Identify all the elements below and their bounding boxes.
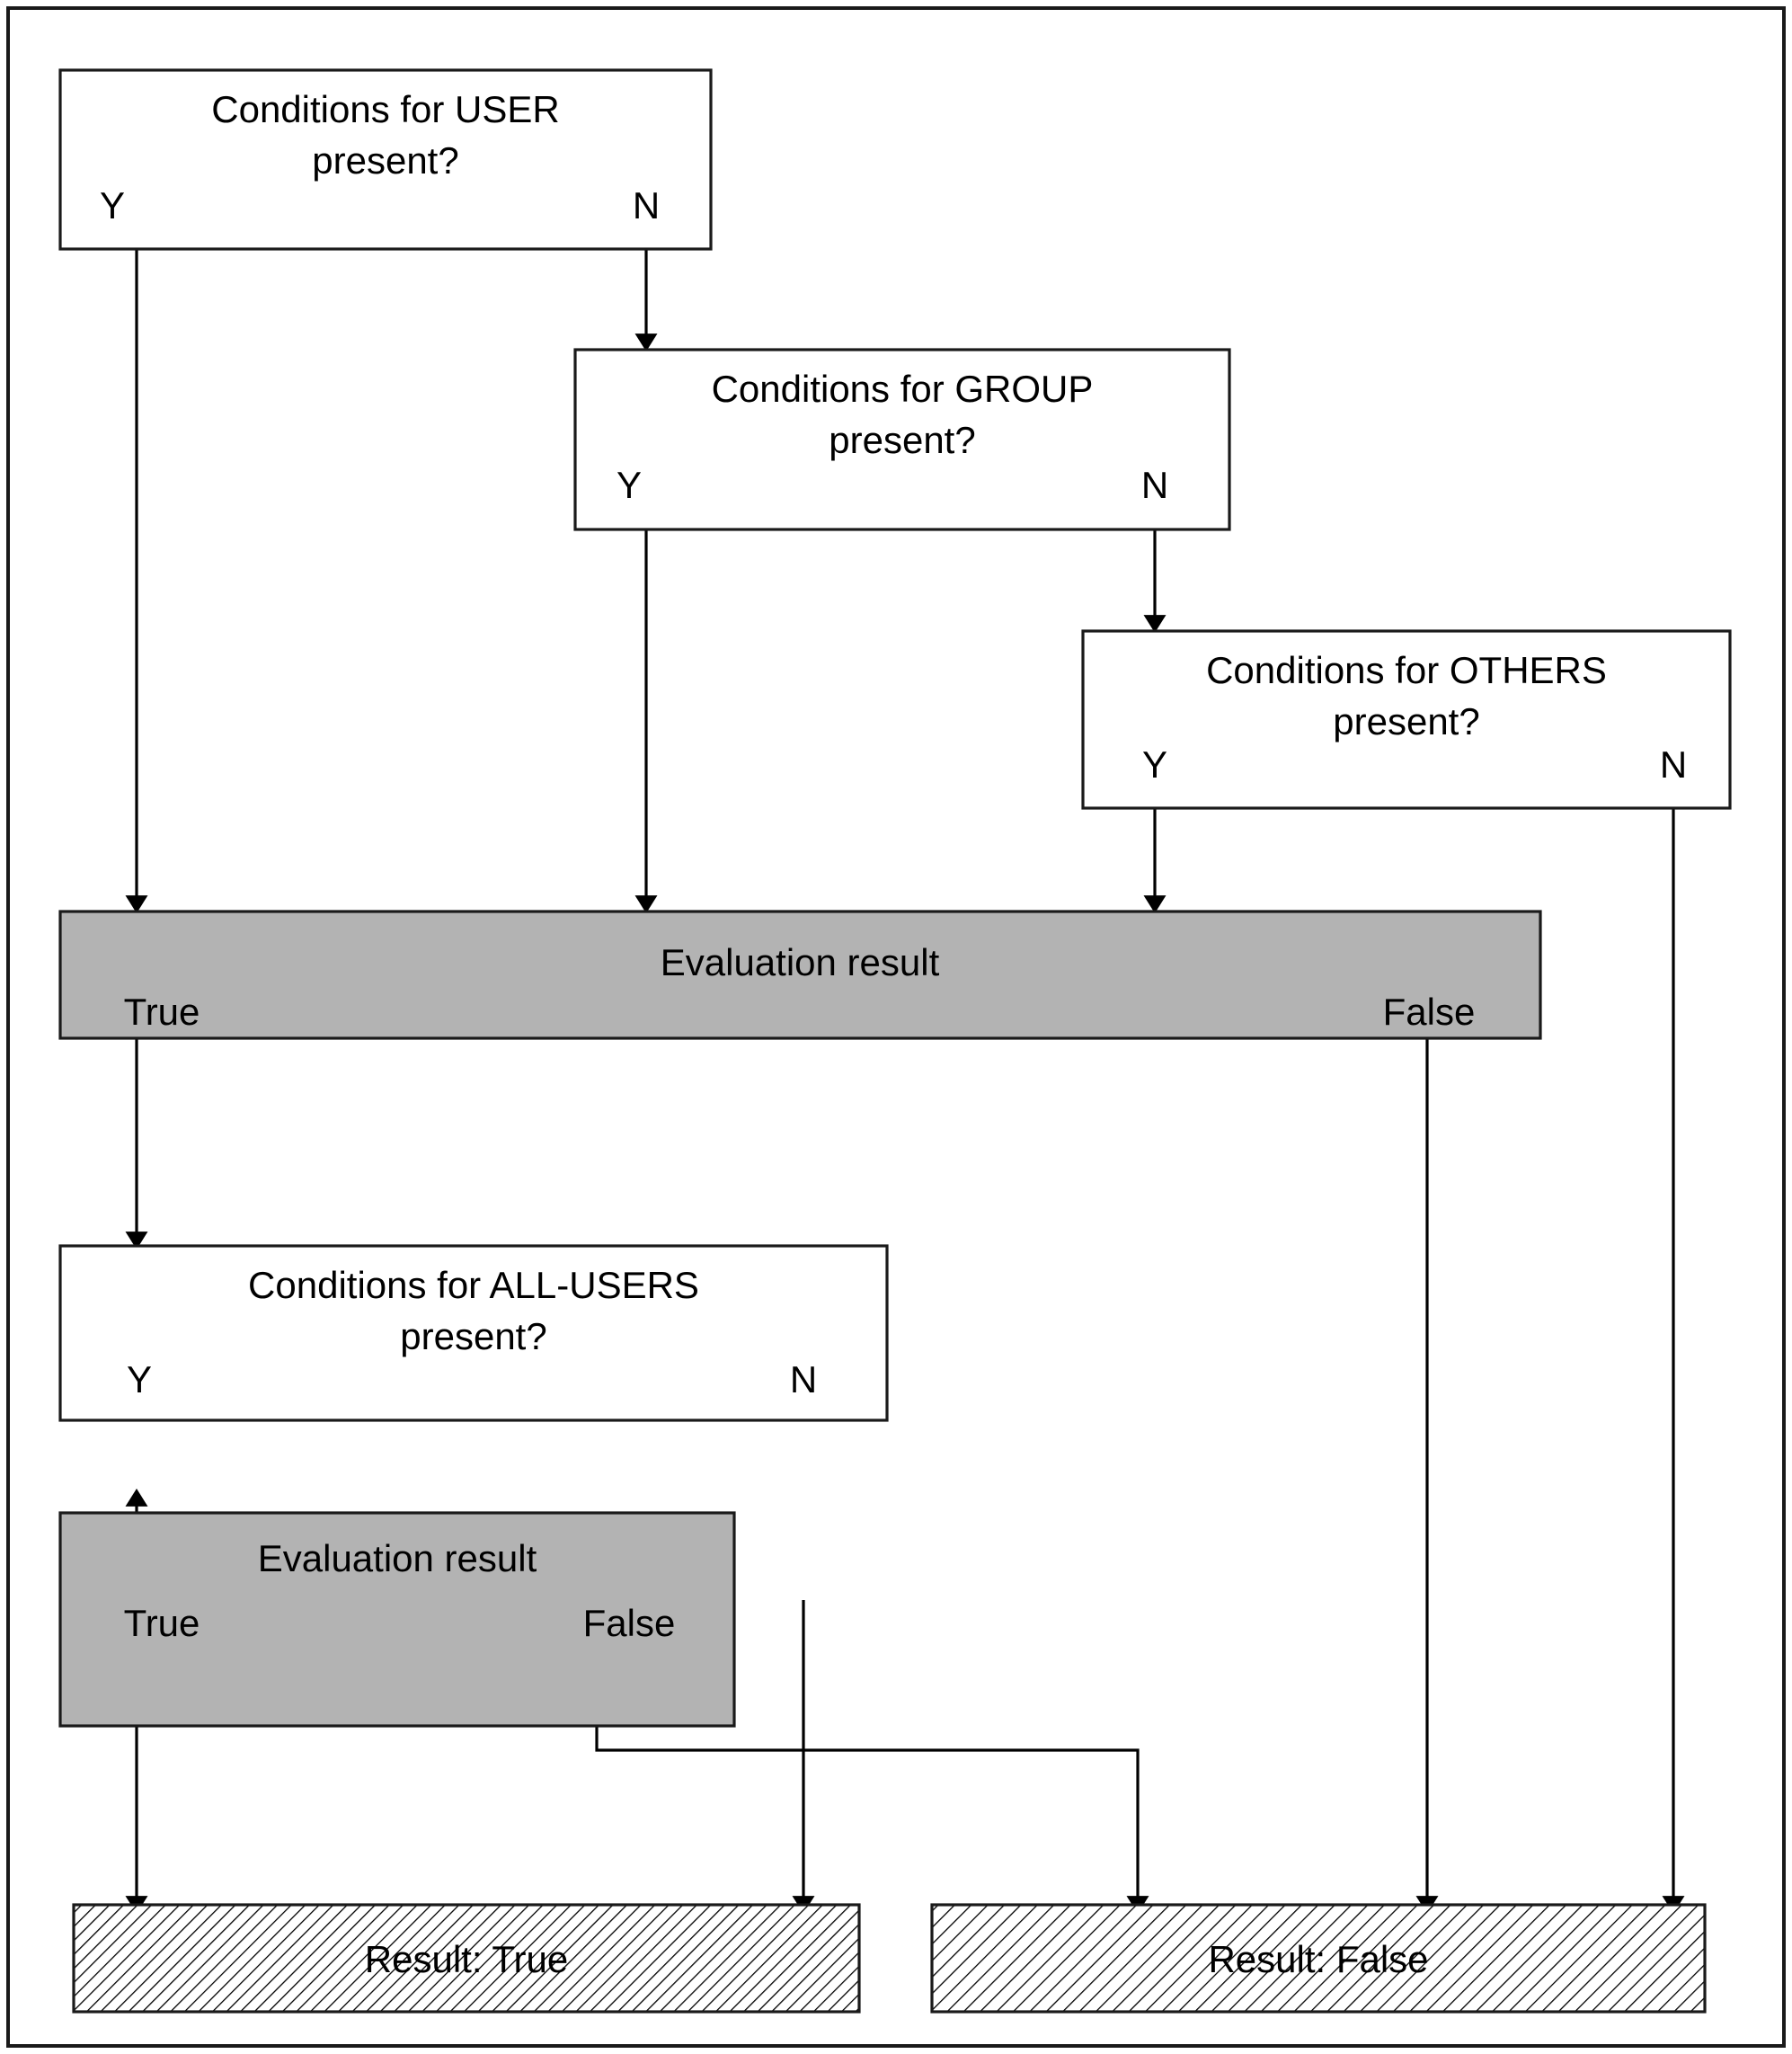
node-conditions-for-all-users[interactable]: Conditions for ALL-USERS present? Y N [58,1244,889,1422]
node-group-yes-label: Y [617,464,642,506]
node-user-no-label: N [633,184,660,227]
node-box-allusers[interactable] [58,1244,889,1422]
node-others-yes-label: Y [1142,743,1167,786]
node-evaluation-result-1[interactable]: Evaluation result True False [58,910,1542,1040]
node-box-user[interactable] [58,68,713,251]
node-others-line1: Conditions for OTHERS [1206,649,1607,691]
node-group-line2: present? [829,419,975,461]
node-eval1-false-label: False [1383,991,1476,1033]
node-eval2-title: Evaluation result [258,1537,537,1579]
edge-eval2-false [595,1726,1149,1914]
page-frame [6,6,1786,2048]
node-user-line1: Conditions for USER [211,88,560,130]
node-allusers-line2: present? [400,1315,546,1357]
node-group-line1: Conditions for GROUP [712,368,1094,410]
node-eval1-true-label: True [124,991,200,1033]
node-box-eval2[interactable] [58,1511,736,1728]
node-conditions-for-group[interactable]: Conditions for GROUP present? Y N [573,348,1231,531]
node-eval2-false-label: False [583,1602,676,1644]
node-allusers-no-label: N [790,1358,817,1400]
node-result-false[interactable]: Result: False [930,1903,1707,2014]
node-allusers-line1: Conditions for ALL-USERS [248,1264,699,1306]
node-box-others[interactable] [1081,629,1732,810]
node-allusers-yes-label: Y [127,1358,152,1400]
node-box-group[interactable] [573,348,1231,531]
node-result-true[interactable]: Result: True [72,1903,861,2014]
node-box-result-false[interactable] [930,1903,1707,2014]
node-eval1-title: Evaluation result [661,941,940,983]
node-conditions-for-others[interactable]: Conditions for OTHERS present? Y N [1081,629,1732,810]
node-eval2-true-label: True [124,1602,200,1644]
node-user-yes-label: Y [100,184,125,227]
node-others-line2: present? [1333,700,1479,742]
node-result-false-label: Result: False [1208,1938,1428,1980]
node-group-no-label: N [1141,464,1168,506]
node-box-eval1[interactable] [58,910,1542,1040]
node-user-line2: present? [312,139,458,182]
node-evaluation-result-2[interactable]: Evaluation result True False [58,1511,736,1728]
node-others-no-label: N [1660,743,1687,786]
node-result-true-label: Result: True [365,1938,568,1980]
node-box-result-true[interactable] [72,1903,861,2014]
node-conditions-for-user[interactable]: Conditions for USER present? Y N [58,68,713,251]
